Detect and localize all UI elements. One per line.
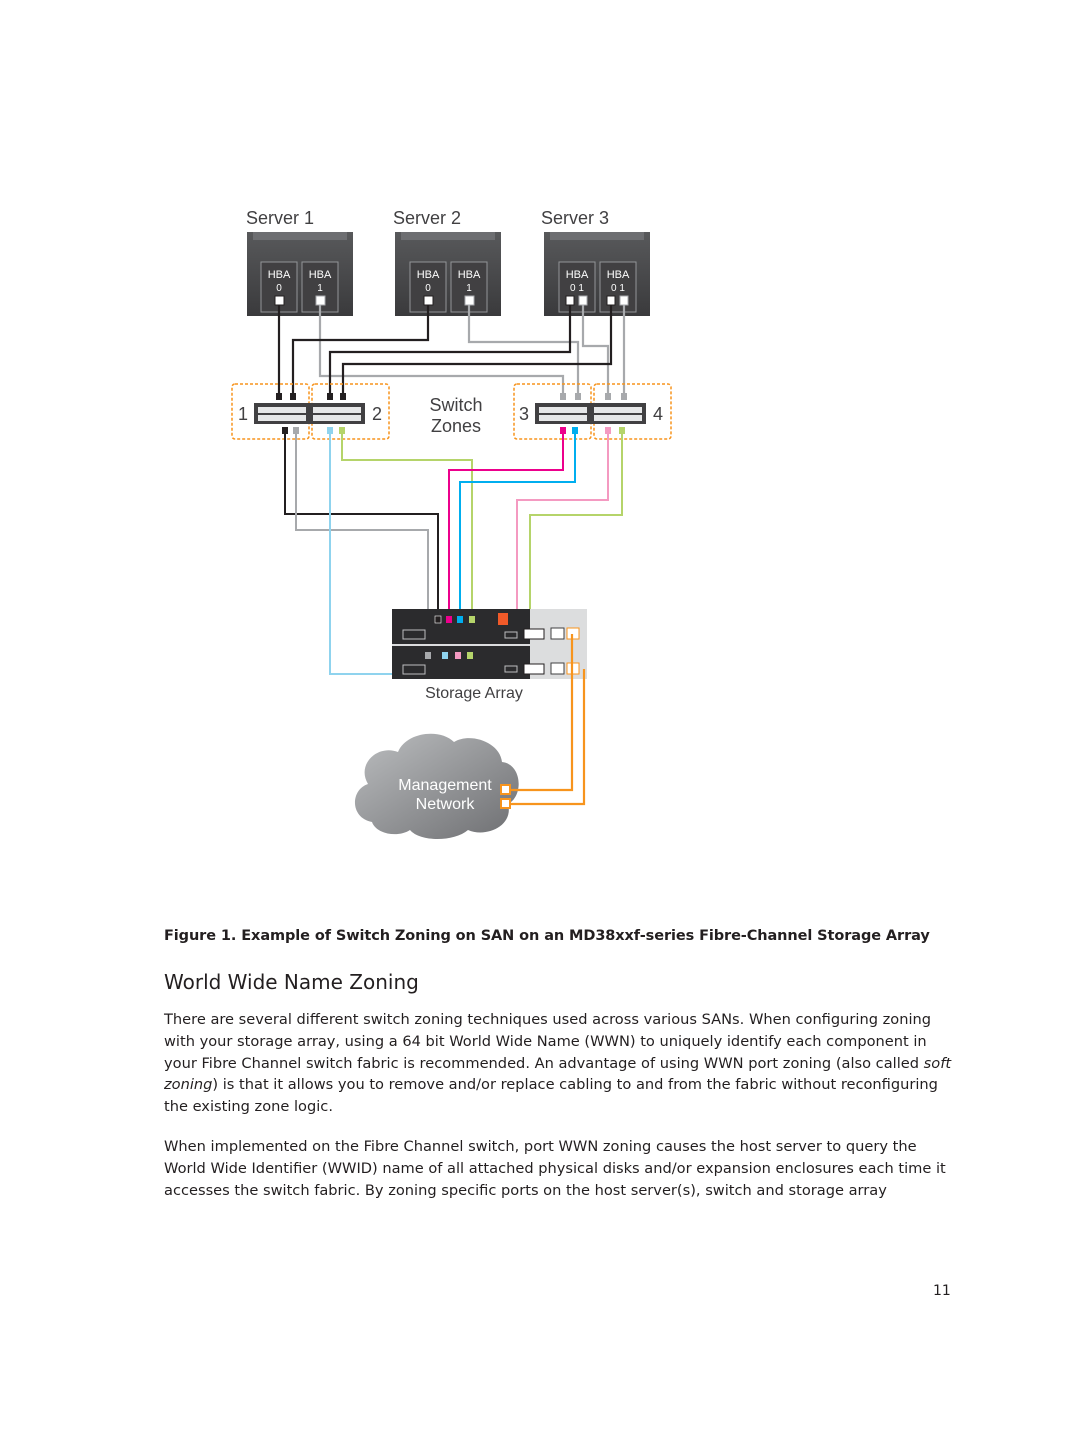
server-switch-cables <box>277 305 626 394</box>
page-number: 11 <box>933 1283 951 1299</box>
figure-caption: Figure 1. Example of Switch Zoning on SA… <box>164 928 930 944</box>
server-3: HBA 0 1 HBA 0 1 <box>544 232 650 316</box>
server-3-hba-1-port: 0 1 <box>611 283 625 294</box>
switch-zoning-figure: Server 1 Server 2 Server 3 HBA 0 HBA 1 H… <box>231 208 672 839</box>
server-2-hba-0-name: HBA <box>417 269 440 281</box>
management-cloud <box>354 733 519 839</box>
server-2-hba-1-name: HBA <box>458 269 481 281</box>
switch-zones-label-line1: Switch <box>429 395 482 415</box>
zone-1-number: 1 <box>238 404 248 424</box>
server-3-hba-0-name: HBA <box>566 269 589 281</box>
paragraph-1-text-b: ) is that it allows you to remove and/or… <box>164 1076 938 1116</box>
server-1: HBA 0 HBA 1 <box>247 232 353 316</box>
server-2-label: Server 2 <box>393 208 461 228</box>
server-1-hba-1-name: HBA <box>309 269 332 281</box>
paragraph-1-text-a: There are several different switch zonin… <box>164 1011 932 1072</box>
server-1-hba-0-name: HBA <box>268 269 291 281</box>
switches <box>254 393 646 434</box>
server-3-hba-0-port: 0 1 <box>570 283 584 294</box>
server-3-label: Server 3 <box>541 208 609 228</box>
server-3-hba-1-name: HBA <box>607 269 630 281</box>
server-2: HBA 0 HBA 1 <box>395 232 501 316</box>
zone-3-number: 3 <box>519 404 529 424</box>
management-cables <box>508 634 586 806</box>
paragraph-2: When implemented on the Fibre Channel sw… <box>164 1138 946 1199</box>
switch-zones-label-line2: Zones <box>431 416 481 436</box>
server-1-label: Server 1 <box>246 208 314 228</box>
server-2-hba-1-port: 1 <box>466 283 472 294</box>
management-network-line1: Management <box>398 777 492 794</box>
zone-4-number: 4 <box>653 404 663 424</box>
server-1-hba-0-port: 0 <box>276 283 282 294</box>
server-2-hba-0-port: 0 <box>425 283 431 294</box>
zone-2-number: 2 <box>372 404 382 424</box>
storage-array-label: Storage Array <box>425 685 523 702</box>
section-title: World Wide Name Zoning <box>164 970 419 994</box>
storage-array <box>392 609 587 679</box>
paragraph-1: There are several different switch zonin… <box>164 1009 954 1118</box>
paragraph-1-italic: soft zoning <box>164 1054 952 1094</box>
server-1-hba-1-port: 1 <box>317 283 323 294</box>
management-network-line2: Network <box>416 796 476 813</box>
